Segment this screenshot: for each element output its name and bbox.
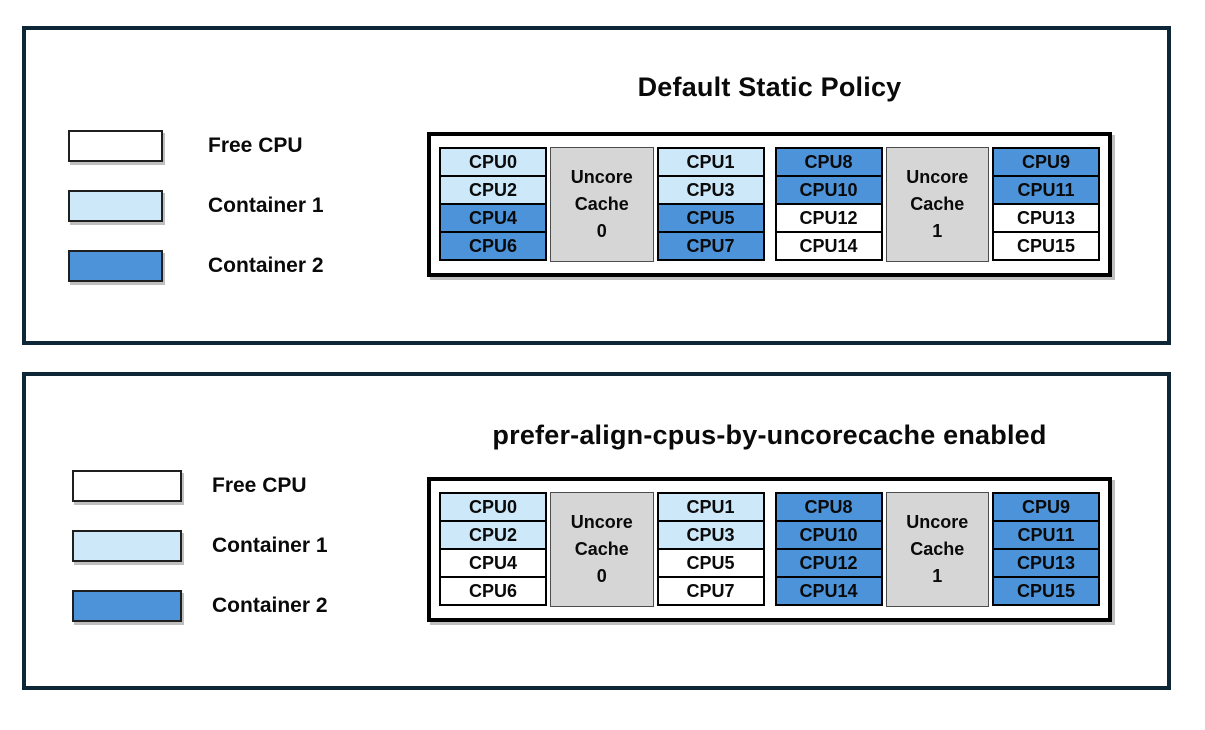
uncore-label-line: Uncore [906,512,969,532]
panel-title: prefer-align-cpus-by-uncorecache enabled [492,420,1047,450]
cpu-cell: CPU4 [439,203,547,233]
container-1-swatch [68,190,163,222]
uncore-cache-0-group: CPU0 CPU2 CPU4 CPU6 Uncore Cache 0 CPU1 … [439,147,765,262]
legend-label: Container 1 [208,194,324,217]
swatch-wrap [72,590,212,622]
uncore-cache-0-group: CPU0 CPU2 CPU4 CPU6 Uncore Cache 0 CPU1 … [439,492,765,607]
swatch-wrap [68,250,208,282]
legend: Free CPU Container 1 Container 2 [72,470,328,650]
cpu-cell: CPU0 [439,147,547,177]
uncore-label-line: Cache [910,194,965,214]
cpu-cell: CPU15 [992,576,1100,606]
swatch-wrap [72,470,212,502]
legend-row-free-cpu: Free CPU [72,470,328,502]
cpu-cell: CPU6 [439,231,547,261]
cpu-topology-diagram: CPU0 CPU2 CPU4 CPU6 Uncore Cache 0 CPU1 … [427,132,1112,277]
cpu-cell: CPU13 [992,203,1100,233]
legend-row-container-2: Container 2 [68,250,324,282]
cpu-column-right: CPU1 CPU3 CPU5 CPU7 [656,147,765,262]
cpu-column-right: CPU9 CPU11 CPU13 CPU15 [992,492,1100,607]
uncore-label-line: 1 [932,221,943,241]
legend-label: Free CPU [208,134,303,157]
swatch-wrap [68,130,208,162]
free-cpu-swatch [68,130,163,162]
cpu-column-right: CPU9 CPU11 CPU13 CPU15 [992,147,1100,262]
cpu-cell: CPU7 [656,231,765,261]
uncore-cache-1-group: CPU8 CPU10 CPU12 CPU14 Uncore Cache 1 CP… [774,492,1100,607]
cpu-cell: CPU12 [774,203,883,233]
cpu-cell: CPU5 [656,203,765,233]
cpu-column-right: CPU1 CPU3 CPU5 CPU7 [656,492,765,607]
cpu-cell: CPU7 [656,576,765,606]
uncore-label-line: 1 [932,566,943,586]
cpu-cell: CPU2 [439,520,547,550]
legend-label: Container 1 [212,534,328,557]
uncore-cache-0-box: Uncore Cache 0 [550,147,654,262]
cpu-column-left: CPU0 CPU2 CPU4 CPU6 [439,492,547,607]
swatch-wrap [72,530,212,562]
container-2-swatch [72,590,182,622]
legend-row-container-1: Container 1 [68,190,324,222]
cpu-column-left: CPU8 CPU10 CPU12 CPU14 [774,147,883,262]
cpu-cell: CPU9 [992,147,1100,177]
cpu-cell: CPU3 [656,175,765,205]
legend: Free CPU Container 1 Container 2 [68,130,324,310]
cpu-cell: CPU4 [439,548,547,578]
free-cpu-swatch [72,470,182,502]
cpu-cell: CPU1 [656,147,765,177]
cpu-column-left: CPU0 CPU2 CPU4 CPU6 [439,147,547,262]
container-1-swatch [72,530,182,562]
uncore-cache-0-box: Uncore Cache 0 [550,492,654,607]
cpu-cell: CPU15 [992,231,1100,261]
cpu-cell: CPU0 [439,492,547,522]
cpu-cell: CPU10 [774,175,883,205]
panel-prefer-align-cpus-by-uncorecache: prefer-align-cpus-by-uncorecache enabled… [22,372,1171,690]
uncore-label-line: Cache [574,539,629,559]
cpu-cell: CPU8 [774,147,883,177]
uncore-label-line: Uncore [570,167,633,187]
cpu-cell: CPU8 [774,492,883,522]
cpu-column-left: CPU8 CPU10 CPU12 CPU14 [774,492,883,607]
cpu-cell: CPU13 [992,548,1100,578]
legend-row-container-2: Container 2 [72,590,328,622]
uncore-cache-1-box: Uncore Cache 1 [885,492,989,607]
container-2-swatch [68,250,163,282]
swatch-wrap [68,190,208,222]
uncore-label-line: 0 [596,221,607,241]
panel-title: Default Static Policy [637,72,902,102]
cpu-cell: CPU1 [656,492,765,522]
cpu-cell: CPU9 [992,492,1100,522]
cpu-cell: CPU6 [439,576,547,606]
cpu-cell: CPU5 [656,548,765,578]
legend-row-free-cpu: Free CPU [68,130,324,162]
uncore-label-line: Cache [910,539,965,559]
uncore-label-line: Uncore [570,512,633,532]
uncore-label-line: Uncore [906,167,969,187]
cpu-cell: CPU12 [774,548,883,578]
cpu-cell: CPU14 [774,576,883,606]
uncore-label-line: Cache [574,194,629,214]
uncore-cache-1-box: Uncore Cache 1 [885,147,989,262]
cpu-cell: CPU11 [992,175,1100,205]
cpu-cell: CPU11 [992,520,1100,550]
cpu-cell: CPU10 [774,520,883,550]
legend-row-container-1: Container 1 [72,530,328,562]
legend-label: Free CPU [212,474,307,497]
cpu-cell: CPU2 [439,175,547,205]
panel-default-static-policy: Default Static Policy Free CPU Container… [22,26,1171,345]
legend-label: Container 2 [208,254,324,277]
cpu-topology-diagram: CPU0 CPU2 CPU4 CPU6 Uncore Cache 0 CPU1 … [427,477,1112,622]
legend-label: Container 2 [212,594,328,617]
uncore-cache-1-group: CPU8 CPU10 CPU12 CPU14 Uncore Cache 1 CP… [774,147,1100,262]
cpu-cell: CPU14 [774,231,883,261]
uncore-label-line: 0 [596,566,607,586]
cpu-cell: CPU3 [656,520,765,550]
